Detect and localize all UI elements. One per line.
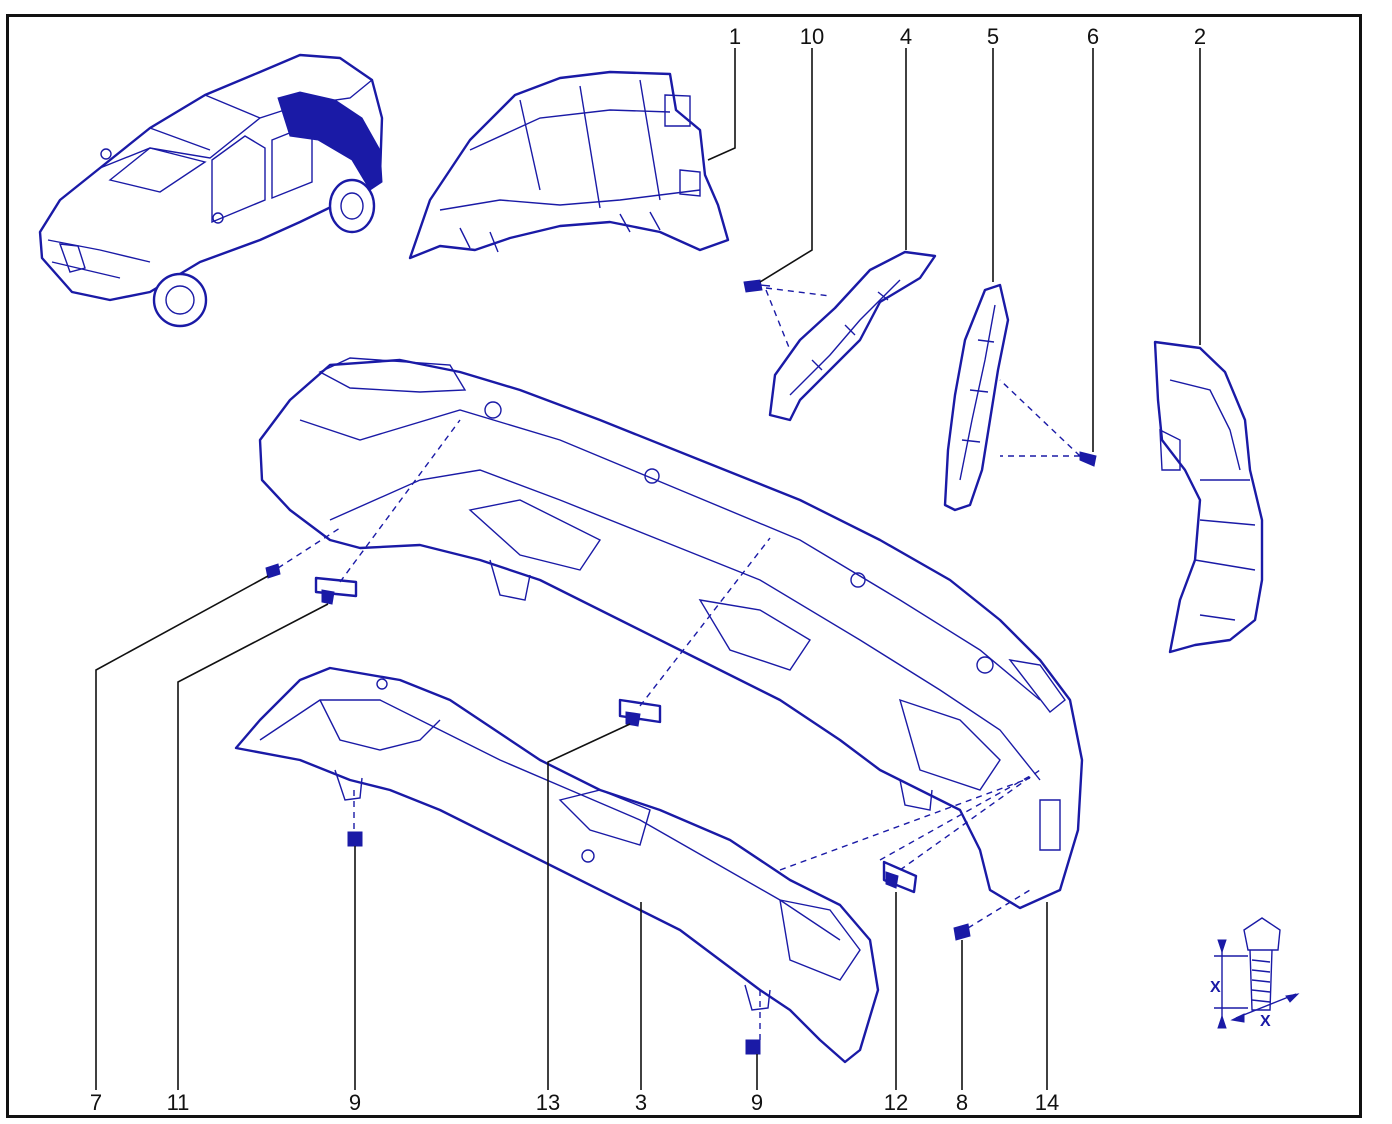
vehicle-locator-illustration [38, 53, 384, 328]
fastener-6-screw [1079, 451, 1097, 467]
callout-12: 12 [884, 1090, 908, 1115]
callout-numbers: 1 10 4 5 6 2 7 11 9 13 3 9 12 8 14 [90, 24, 1206, 1115]
part-1-upper-bumper-bracket [408, 70, 730, 260]
dimension-label-horizontal: X [1260, 1013, 1271, 1030]
part-5-side-bracket [943, 283, 1010, 512]
fastener-8-screw [953, 923, 971, 941]
callout-2: 2 [1194, 24, 1206, 49]
part-3-lower-diffuser [234, 666, 880, 1064]
fastener-12-clip [882, 860, 918, 894]
callout-11: 11 [167, 1090, 190, 1115]
fastener-13-clip [618, 698, 662, 727]
callout-leader-lines [95, 48, 1201, 1090]
dimension-label-vertical: X [1210, 979, 1221, 996]
callout-1: 1 [729, 24, 741, 49]
fastener-9-nut-right [745, 1039, 761, 1055]
callout-3: 3 [635, 1090, 647, 1115]
callout-5: 5 [987, 24, 999, 49]
callout-7: 7 [90, 1090, 102, 1115]
fastener-dimension-detail: X X [1210, 917, 1300, 1030]
callout-14: 14 [1035, 1090, 1059, 1115]
assembly-guide-lines [277, 287, 1081, 1040]
fastener-9-nut-left [347, 831, 363, 847]
callout-10: 10 [800, 24, 824, 49]
callout-9-left: 9 [349, 1090, 361, 1115]
callout-13: 13 [536, 1090, 560, 1115]
part-4-side-bracket [768, 250, 937, 422]
part-2-rear-side-bracket [1153, 340, 1264, 654]
callout-8: 8 [956, 1090, 968, 1115]
fastener-7-screw [265, 563, 281, 579]
callout-6: 6 [1087, 24, 1099, 49]
callout-9-right: 9 [751, 1090, 763, 1115]
callout-4: 4 [900, 24, 912, 49]
fastener-11-clip [314, 576, 358, 605]
part-14-rear-bumper-cover [258, 357, 1084, 910]
fastener-10-screw [743, 279, 771, 293]
